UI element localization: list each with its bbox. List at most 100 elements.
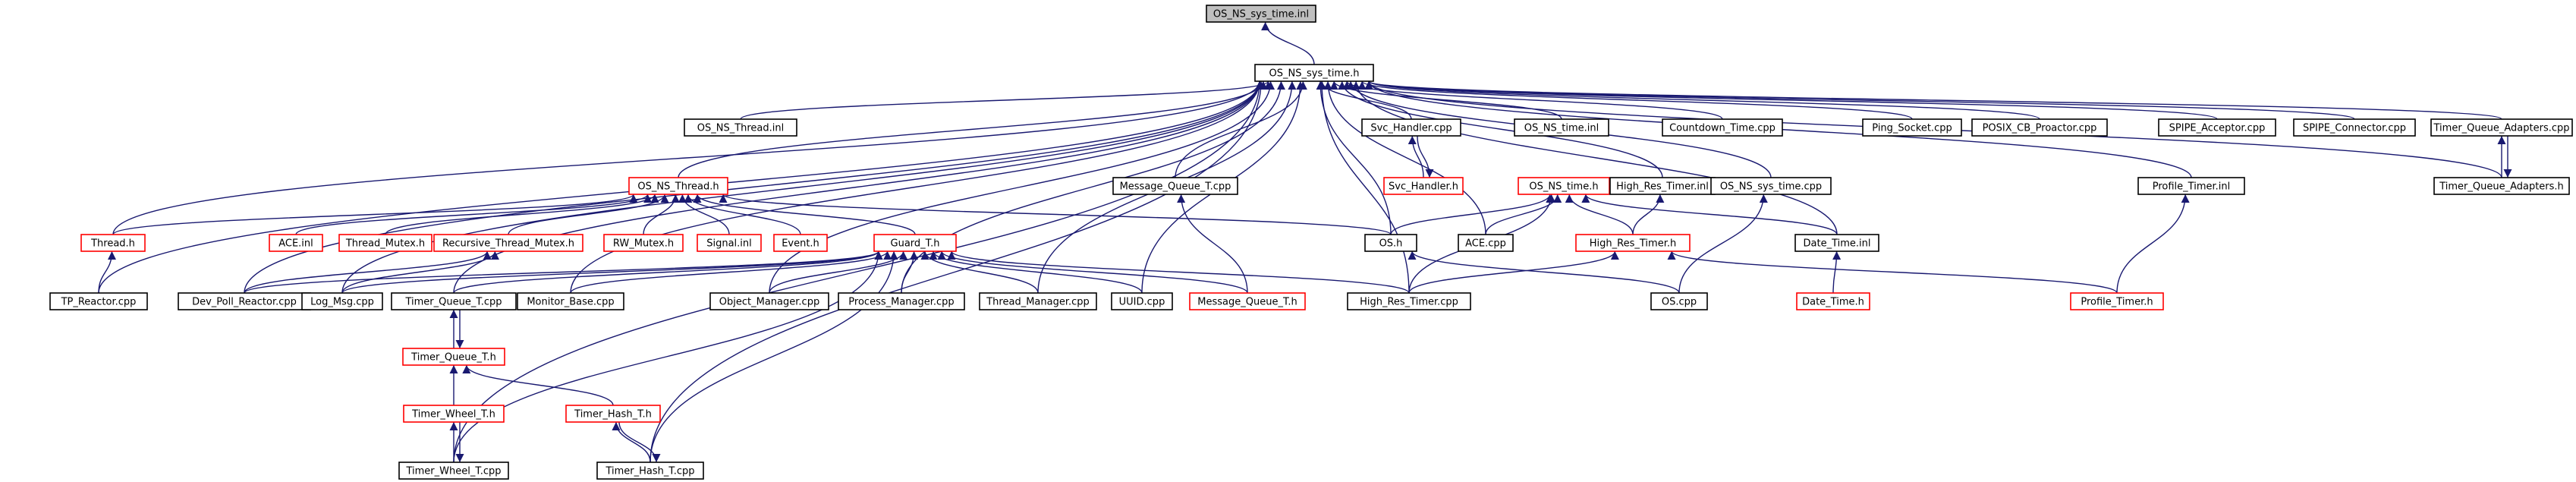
node-box: [838, 292, 965, 310]
edge-ace_inl-to-thread_h: [295, 194, 652, 235]
node-label: Date_Time.inl: [1804, 238, 1871, 250]
node-box: [2433, 177, 2570, 195]
edge-devpoll-to-systime_h: [244, 80, 1264, 294]
node-procmgr[interactable]: Process_Manager.cpp: [838, 292, 965, 310]
edge-mqt_h-to-mqt_cpp: [1177, 194, 1248, 294]
edge-systime_h-to-root: [1261, 21, 1315, 65]
node-label: SPIPE_Connector.cpp: [2303, 123, 2406, 134]
node-hrt-h[interactable]: High_Res_Timer.h: [1575, 234, 1691, 252]
node-thread-hh[interactable]: Thread.h: [80, 234, 146, 252]
node-rwmutex[interactable]: RW_Mutex.h: [603, 234, 684, 252]
node-thrmgr[interactable]: Thread_Manager.cpp: [979, 292, 1097, 310]
node-objmgr[interactable]: Object_Manager.cpp: [709, 292, 829, 310]
node-os-h[interactable]: OS.h: [1364, 234, 1417, 252]
node-mqt-cpp[interactable]: Message_Queue_T.cpp: [1112, 177, 1238, 195]
node-tmutex[interactable]: Thread_Mutex.h: [338, 234, 432, 252]
node-dt-inl[interactable]: Date_Time.inl: [1794, 234, 1879, 252]
node-spipe-con[interactable]: SPIPE_Connector.cpp: [2293, 118, 2416, 137]
node-ace-inl[interactable]: ACE.inl: [269, 234, 323, 252]
node-label: OS.h: [1379, 238, 1403, 250]
node-box: [1710, 177, 1832, 195]
node-time-h[interactable]: OS_NS_time.h: [1518, 177, 1610, 195]
node-os-cpp[interactable]: OS.cpp: [1650, 292, 1708, 310]
node-tp-reactor[interactable]: TP_Reactor.cpp: [49, 292, 148, 310]
node-label: Guard_T.h: [891, 238, 940, 250]
node-devpoll[interactable]: Dev_Poll_Reactor.cpp: [178, 292, 311, 310]
node-posix[interactable]: POSIX_CB_Proactor.cpp: [1971, 118, 2108, 137]
node-rtmutex[interactable]: Recursive_Thread_Mutex.h: [433, 234, 583, 252]
edge-tqt_cpp-to-systime_h: [453, 80, 1264, 294]
node-box: [873, 234, 957, 252]
node-twheel-h[interactable]: Timer_Wheel_T.h: [403, 405, 505, 423]
node-thash-h[interactable]: Timer_Hash_T.h: [565, 405, 661, 423]
node-ace-cpp[interactable]: ACE.cpp: [1458, 234, 1514, 252]
edge-dt_inl-to-time_h: [1581, 194, 1838, 235]
node-tqa-h[interactable]: Timer_Queue_Adapters.h: [2433, 177, 2570, 195]
node-label: OS.cpp: [1662, 297, 1697, 308]
node-thash-cpp[interactable]: Timer_Hash_T.cpp: [596, 462, 704, 480]
node-box: [979, 292, 1097, 310]
node-label: Thread_Mutex.h: [345, 238, 425, 250]
node-time-inl[interactable]: OS_NS_time.inl: [1514, 118, 1609, 137]
edge-dt_h-to-dt_inl: [1832, 250, 1842, 294]
node-box: [684, 118, 797, 137]
node-tqa-cpp[interactable]: Timer_Queue_Adapters.cpp: [2430, 118, 2573, 137]
node-box: [1514, 118, 1609, 137]
node-box: [301, 292, 383, 310]
edge-tmutex-to-thread_h: [385, 194, 659, 235]
node-countdown[interactable]: Countdown_Time.cpp: [1662, 118, 1783, 137]
node-label: SPIPE_Acceptor.cpp: [2169, 123, 2266, 134]
node-label: Svc_Handler.h: [1389, 181, 1458, 193]
edge-devpoll-to-guard: [244, 250, 883, 294]
node-mqt-h[interactable]: Message_Queue_T.h: [1189, 292, 1306, 310]
node-label: Event.h: [782, 238, 819, 250]
node-tqt-cpp[interactable]: Timer_Queue_T.cpp: [391, 292, 517, 310]
edge-svc_h-to-svc_cpp: [1408, 135, 1424, 178]
node-spipe-acc[interactable]: SPIPE_Acceptor.cpp: [2158, 118, 2276, 137]
node-box: [2293, 118, 2416, 137]
node-uuid[interactable]: UUID.cpp: [1111, 292, 1173, 310]
node-tqt-h[interactable]: Timer_Queue_T.h: [402, 348, 505, 366]
node-profile-inl[interactable]: Profile_Timer.inl: [2137, 177, 2245, 195]
node-label: OS_NS_Thread.inl: [697, 123, 785, 134]
node-thread-inl[interactable]: OS_NS_Thread.inl: [684, 118, 797, 137]
node-label: Dev_Poll_Reactor.cpp: [192, 297, 297, 308]
edge-hrt_cpp-to-guard: [947, 250, 1410, 294]
node-label: Profile_Timer.h: [2081, 297, 2153, 308]
node-box: [628, 177, 728, 195]
node-monitor[interactable]: Monitor_Base.cpp: [517, 292, 624, 310]
node-box: [1518, 177, 1610, 195]
node-label: OS_NS_sys_time.inl: [1213, 9, 1309, 20]
node-hrt-inl[interactable]: High_Res_Timer.inl: [1609, 177, 1716, 195]
node-label: Svc_Handler.cpp: [1370, 123, 1452, 134]
node-guard[interactable]: Guard_T.h: [873, 234, 957, 252]
edge-thread_h-to-systime_h: [678, 80, 1268, 178]
edge-os_h-to-thread_h: [719, 194, 1392, 235]
node-twheel-cpp[interactable]: Timer_Wheel_T.cpp: [398, 462, 509, 480]
node-svc-h[interactable]: Svc_Handler.h: [1383, 177, 1464, 195]
node-label: High_Res_Timer.h: [1590, 238, 1676, 250]
node-logmsg[interactable]: Log_Msg.cpp: [301, 292, 383, 310]
node-thread-h[interactable]: OS_NS_Thread.h: [628, 177, 728, 195]
edge-hrt_cpp-to-hrt_h: [1408, 250, 1619, 294]
node-dt-h[interactable]: Date_Time.h: [1796, 292, 1870, 310]
node-box: [1794, 234, 1879, 252]
node-systime-h[interactable]: OS_NS_sys_time.h: [1254, 64, 1374, 82]
node-label: Thread.h: [90, 238, 135, 250]
node-hrt-cpp[interactable]: High_Res_Timer.cpp: [1347, 292, 1471, 310]
node-ping[interactable]: Ping_Socket.cpp: [1862, 118, 1962, 137]
node-systime-cpp[interactable]: OS_NS_sys_time.cpp: [1710, 177, 1832, 195]
node-box: [1364, 234, 1417, 252]
node-box: [1796, 292, 1870, 310]
node-label: OS_NS_Thread.h: [637, 181, 719, 193]
node-profile-h[interactable]: Profile_Timer.h: [2070, 292, 2164, 310]
node-box: [1361, 118, 1461, 137]
node-signal[interactable]: Signal.inl: [697, 234, 762, 252]
node-svc-cpp[interactable]: Svc_Handler.cpp: [1361, 118, 1461, 137]
edge-logmsg-to-rtmutex: [341, 250, 499, 294]
edge-thash_cpp-to-thash_h: [612, 421, 651, 463]
node-label: OS_NS_sys_time.h: [1269, 68, 1360, 80]
node-event[interactable]: Event.h: [773, 234, 828, 252]
node-box: [2070, 292, 2164, 310]
